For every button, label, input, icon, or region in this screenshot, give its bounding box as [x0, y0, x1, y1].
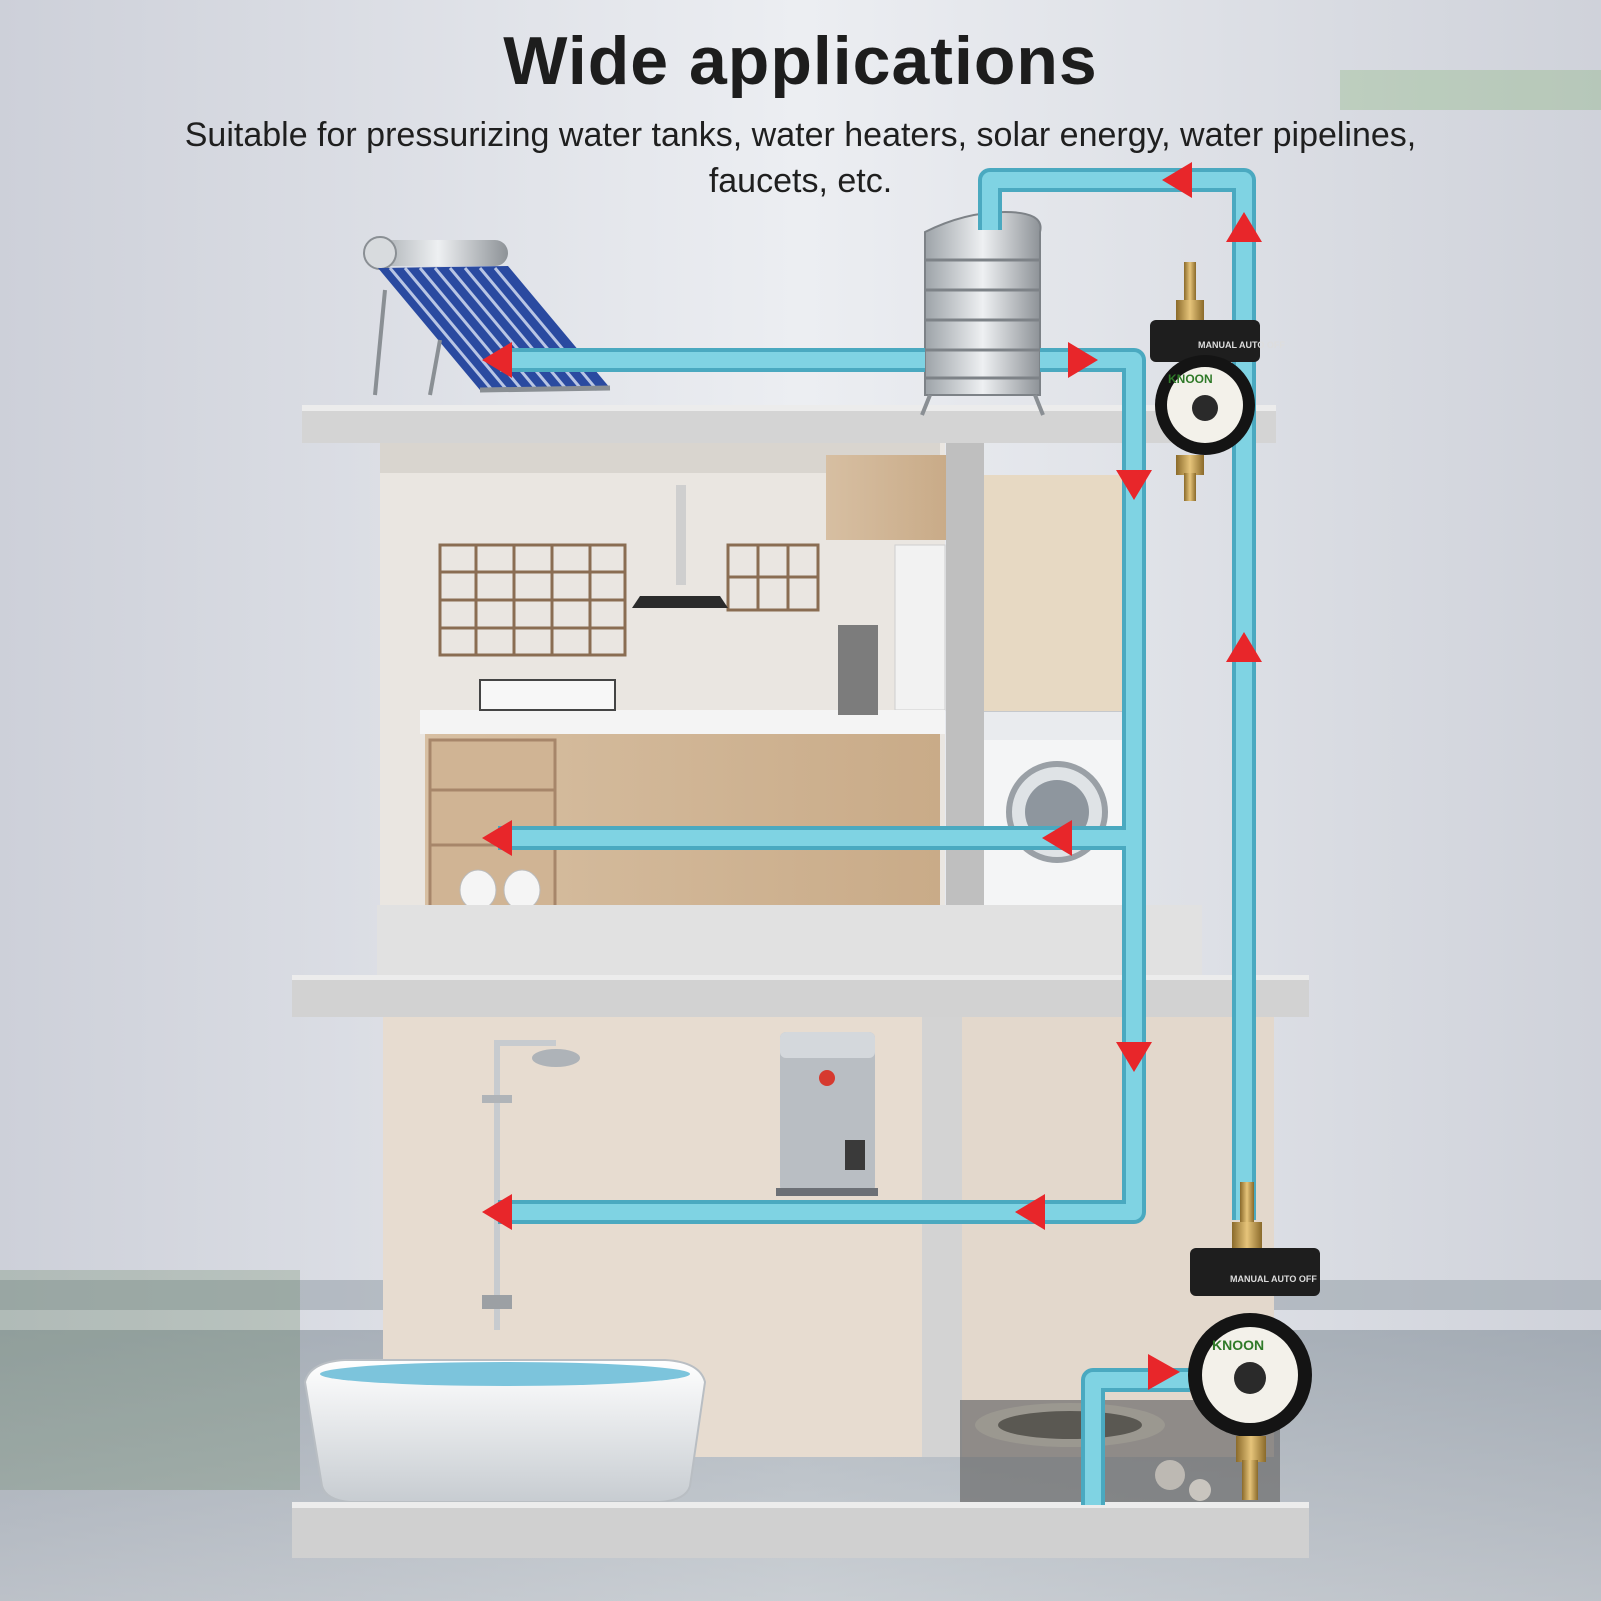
- washing-machine: [981, 711, 1129, 935]
- arrow-left-kitchen: [482, 820, 512, 856]
- arrow-down-upper: [1116, 470, 1152, 500]
- page-subtitle: Suitable for pressurizing water tanks, w…: [60, 112, 1541, 204]
- middle-slab: [377, 905, 1202, 975]
- kitchen-shelves-left: [438, 543, 627, 657]
- water-tank: [920, 210, 1045, 416]
- plates: [459, 869, 541, 911]
- washer-door: [1006, 761, 1108, 863]
- partition-upper: [946, 443, 984, 933]
- pump-bottom-brand: KNOON: [1212, 1337, 1264, 1353]
- blurred-plant-left: [0, 1270, 300, 1490]
- arrow-up-middle: [1226, 632, 1262, 662]
- arrow-right-pump-inlet: [1148, 1354, 1180, 1390]
- floor-slab: [292, 975, 1309, 1017]
- wall-cabinets: [826, 455, 946, 540]
- range-hood: [676, 485, 686, 585]
- kitchen-shelves-right: [726, 543, 820, 612]
- fridge: [894, 544, 946, 711]
- arrow-left-washer: [1042, 820, 1072, 856]
- kitchen-island-top: [420, 710, 945, 734]
- pump-bottom-switch-labels: MANUAL AUTO OFF: [1230, 1274, 1317, 1284]
- arrow-up-top: [1226, 212, 1262, 242]
- arrow-left-shower: [482, 1194, 512, 1230]
- laundry-wall: [984, 475, 1144, 933]
- water-heater: [776, 1032, 878, 1196]
- floor: [0, 1330, 1601, 1601]
- bathroom-divider: [922, 1017, 962, 1457]
- arrow-right-tank: [1068, 342, 1098, 378]
- booster-pump-bottom: MANUAL AUTO OFF KNOON: [1188, 1182, 1320, 1500]
- arrow-left-bath-mid: [1015, 1194, 1045, 1230]
- subtitle-line-2: faucets, etc.: [708, 162, 893, 200]
- pump-top-switch-labels: MANUAL AUTO OFF: [1198, 340, 1285, 350]
- page-title: Wide applications: [503, 23, 1098, 99]
- bathroom-room: [383, 1017, 958, 1457]
- subtitle-line-1: Suitable for pressurizing water tanks, w…: [184, 116, 1417, 154]
- floor-band: [0, 1280, 1601, 1310]
- arrow-down-lower: [1116, 1042, 1152, 1072]
- solar-water-heater: [363, 236, 611, 396]
- coffee-machine: [838, 625, 878, 715]
- arrow-left-solar: [482, 342, 512, 378]
- pump-room: [962, 1017, 1274, 1457]
- kitchen-room: [380, 443, 945, 933]
- shower: [482, 1040, 580, 1330]
- bottom-slab: [292, 1502, 1309, 1558]
- counter-tray: [479, 679, 616, 711]
- pump-top-brand: KNOON: [1168, 372, 1213, 386]
- roof-slab: [302, 405, 1276, 443]
- bathtub: [303, 1359, 707, 1503]
- well: [960, 1400, 1280, 1520]
- water-pipes: [498, 168, 1256, 1505]
- kitchen-island: [425, 734, 940, 929]
- flow-arrows: [482, 162, 1262, 1390]
- booster-pump-top: MANUAL AUTO OFF KNOON: [1150, 262, 1285, 501]
